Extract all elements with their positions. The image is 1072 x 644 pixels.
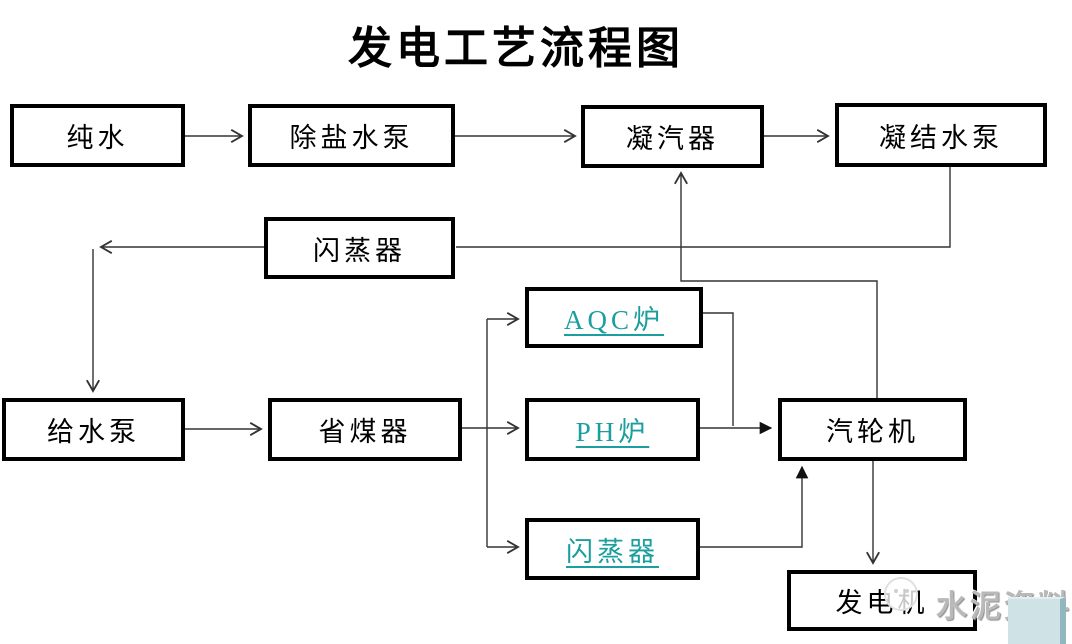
node-label: 纯水: [66, 123, 129, 153]
diagram-title: 发电工艺流程图: [348, 24, 684, 73]
flash-evaporator-link[interactable]: 闪蒸器: [566, 536, 659, 567]
node-flash-evaporator-top: 闪蒸器: [264, 217, 455, 279]
watermark-logo-icon: [884, 577, 918, 611]
node-pure-water: 纯水: [10, 104, 185, 167]
node-steam-turbine: 汽轮机: [778, 398, 967, 461]
node-desalted-water-pump: 除盐水泵: [248, 104, 455, 167]
node-generator: 发电机: [787, 570, 977, 631]
node-label: 省煤器: [318, 417, 412, 447]
node-ph-boiler: PH炉: [525, 398, 700, 461]
node-label: 凝结水泵: [879, 122, 1003, 153]
node-label: 闪蒸器: [313, 235, 406, 266]
node-label: 凝汽器: [626, 124, 719, 154]
node-condenser: 凝汽器: [581, 105, 764, 168]
line-aqc-merge: [703, 312, 734, 426]
arrow-flashbottom-turbine: [700, 465, 809, 548]
line-condensatepump-flashtop: [456, 167, 951, 248]
node-economizer: 省煤器: [268, 398, 462, 461]
node-label: 除盐水泵: [289, 123, 414, 153]
corner-decoration: [1008, 597, 1066, 644]
node-flash-evaporator-bottom: 闪蒸器: [525, 518, 700, 580]
node-feed-water-pump: 给水泵: [2, 398, 185, 461]
node-aqc-boiler: AQC炉: [525, 287, 703, 348]
node-label: 汽轮机: [826, 417, 919, 447]
aqc-boiler-link[interactable]: AQC炉: [563, 305, 664, 335]
node-label: 给水泵: [47, 417, 140, 447]
ph-boiler-link[interactable]: PH炉: [575, 417, 650, 447]
node-condensate-pump: 凝结水泵: [835, 103, 1047, 167]
arrow-turbine-condenser: [674, 171, 878, 398]
